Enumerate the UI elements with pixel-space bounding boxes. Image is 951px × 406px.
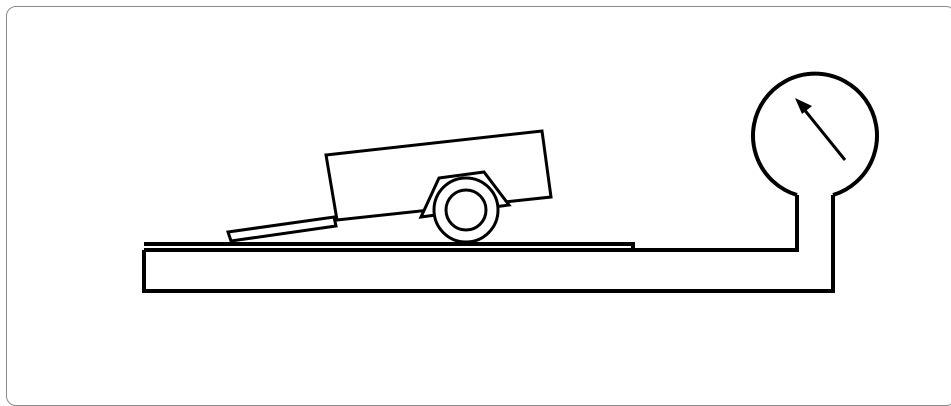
platform-base-and-pipe <box>142 195 835 293</box>
gauge-needle-tip <box>795 98 812 114</box>
gauge-dial <box>751 71 879 197</box>
pressure-gauge-icon <box>751 71 879 197</box>
gauge-needle <box>801 107 847 161</box>
trailer-icon <box>226 129 553 244</box>
trailer-wheel-hub <box>444 188 488 232</box>
weighing-platform-icon <box>142 195 835 293</box>
trailer-drawbar <box>226 215 338 243</box>
